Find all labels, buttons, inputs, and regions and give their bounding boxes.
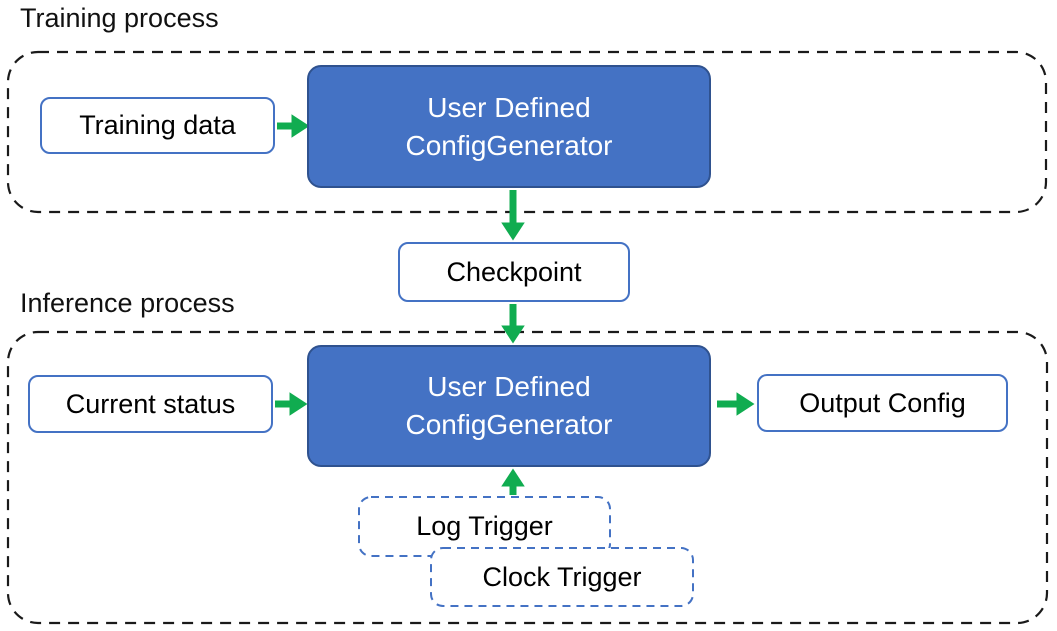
log-trigger-label: Log Trigger: [416, 511, 553, 541]
inference-generator-label-line1: User Defined: [427, 371, 591, 402]
clock-trigger-box: [430, 547, 694, 607]
inference-generator-label-line2: ConfigGenerator: [405, 409, 613, 440]
training-generator-box: User Defined ConfigGenerator: [307, 65, 711, 188]
training-generator-label-line2: ConfigGenerator: [405, 129, 613, 161]
training-data-label: Training data: [79, 110, 236, 140]
training-process-container: [6, 50, 1048, 214]
inference-process-container: [6, 330, 1049, 625]
inference-process-label: Inference process: [20, 288, 235, 318]
training-generator-label-line1: User Defined: [427, 91, 591, 123]
training-data-box: Training data: [40, 97, 275, 154]
training-process-label: Training process: [20, 3, 219, 33]
clock-trigger-label: Clock Trigger: [482, 561, 642, 592]
checkpoint-label: Checkpoint: [446, 256, 582, 287]
current-status-box: Current status: [28, 375, 273, 433]
output-config-label: Output Config: [799, 387, 966, 418]
current-status-label: Current status: [65, 388, 236, 419]
checkpoint-box: Checkpoint: [398, 242, 630, 302]
output-config-box: Output Config: [757, 374, 1008, 432]
inference-generator-box: User Defined ConfigGenerator: [307, 345, 711, 467]
